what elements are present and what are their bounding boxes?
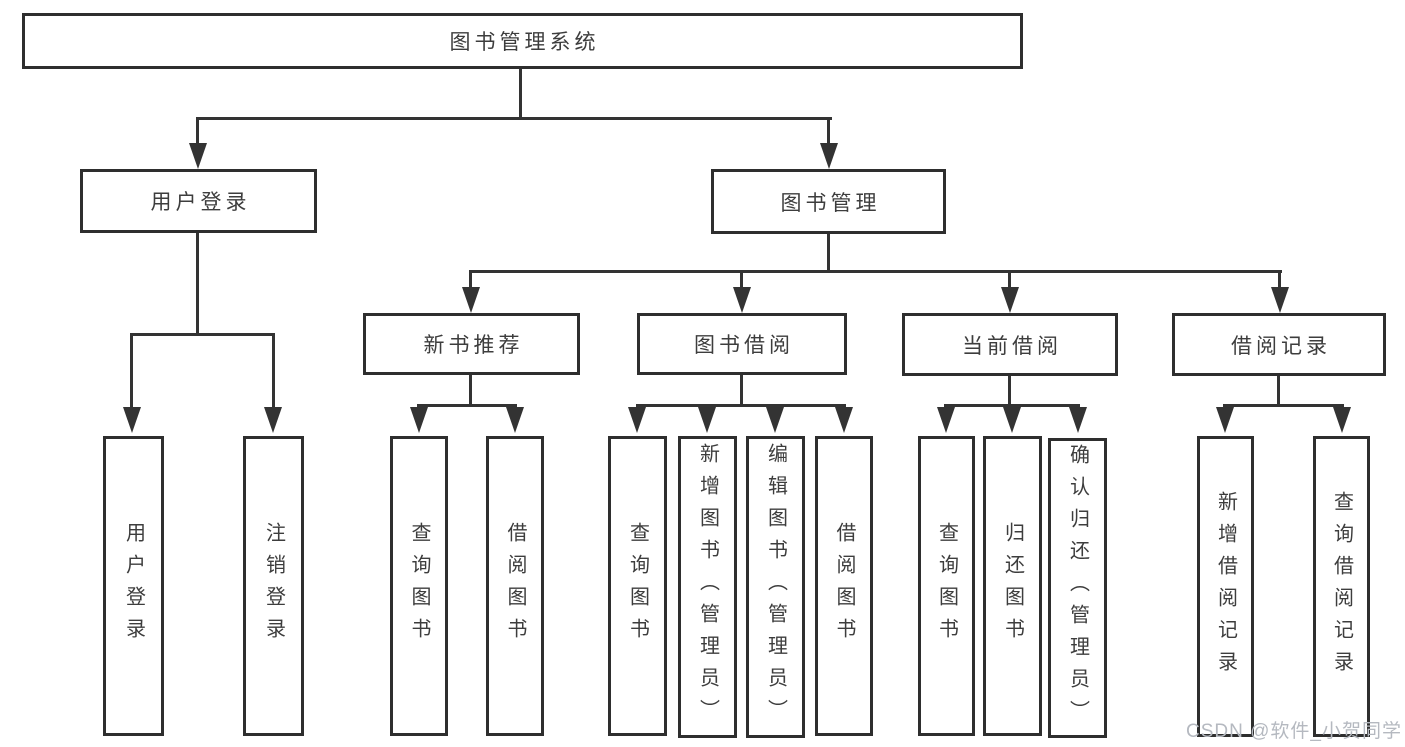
leaf-confirm-return-admin: 确认归还（管理员） bbox=[1048, 438, 1107, 738]
edge bbox=[130, 333, 275, 336]
edge bbox=[196, 233, 199, 335]
node-label: 当前借阅 bbox=[962, 334, 1062, 358]
node-book-borrow: 图书借阅 bbox=[637, 313, 847, 375]
edge bbox=[469, 270, 1282, 273]
edge bbox=[740, 375, 743, 406]
node-label: 查询图书 bbox=[935, 522, 958, 650]
arrow-down-icon bbox=[766, 407, 784, 433]
edge bbox=[196, 117, 832, 120]
arrow-down-icon bbox=[123, 407, 141, 433]
node-book-management: 图书管理 bbox=[711, 169, 946, 234]
node-new-book-recommend: 新书推荐 bbox=[363, 313, 580, 375]
arrow-down-icon bbox=[264, 407, 282, 433]
node-label: 图书管理 bbox=[780, 191, 881, 215]
edge bbox=[417, 404, 517, 407]
node-label: 借阅图书 bbox=[504, 522, 526, 650]
node-label: 用户登录 bbox=[150, 191, 251, 214]
leaf-query-books-borrow: 查询图书 bbox=[608, 436, 667, 736]
edge bbox=[827, 234, 830, 273]
node-root: 图书管理系统 bbox=[22, 13, 1023, 69]
edge bbox=[469, 270, 472, 288]
edge bbox=[740, 270, 743, 288]
node-label: 新增图书（管理员） bbox=[696, 443, 719, 731]
node-label: 图书借阅 bbox=[694, 334, 794, 357]
arrow-down-icon bbox=[410, 407, 428, 433]
node-label: 确认归还（管理员） bbox=[1066, 444, 1089, 732]
node-label: 新增借阅记录 bbox=[1214, 490, 1237, 683]
leaf-user-login: 用户登录 bbox=[103, 436, 164, 736]
edge bbox=[130, 333, 133, 408]
leaf-borrow-books: 借阅图书 bbox=[815, 436, 873, 736]
arrow-down-icon bbox=[1333, 407, 1351, 433]
node-label: 用户登录 bbox=[122, 522, 145, 650]
arrow-down-icon bbox=[937, 407, 955, 433]
edge bbox=[469, 375, 472, 406]
arrow-down-icon bbox=[1271, 287, 1289, 313]
edge bbox=[1008, 376, 1011, 406]
leaf-add-book-admin: 新增图书（管理员） bbox=[678, 436, 737, 738]
node-label: 编辑图书（管理员） bbox=[764, 443, 787, 731]
arrow-down-icon bbox=[733, 287, 751, 313]
node-label: 借阅记录 bbox=[1231, 334, 1331, 358]
node-label: 新书推荐 bbox=[423, 334, 524, 357]
edge bbox=[944, 404, 1080, 407]
arrow-down-icon bbox=[1001, 287, 1019, 313]
arrow-down-icon bbox=[1069, 407, 1087, 433]
arrow-down-icon bbox=[506, 407, 524, 433]
leaf-edit-book-admin: 编辑图书（管理员） bbox=[746, 436, 805, 738]
node-label: 借阅图书 bbox=[833, 522, 855, 650]
node-user-login: 用户登录 bbox=[80, 169, 317, 233]
node-label: 查询图书 bbox=[626, 522, 649, 650]
leaf-return-book: 归还图书 bbox=[983, 436, 1042, 736]
watermark: CSDN @软件_小贺同学 bbox=[1186, 721, 1402, 742]
node-label: 归还图书 bbox=[1001, 522, 1024, 650]
edge bbox=[519, 69, 522, 118]
node-label: 注销登录 bbox=[262, 522, 285, 650]
edge bbox=[196, 117, 199, 145]
edge bbox=[636, 404, 846, 407]
arrow-down-icon bbox=[820, 143, 838, 169]
edge bbox=[1008, 270, 1011, 288]
arrow-down-icon bbox=[1003, 407, 1021, 433]
edge bbox=[1223, 404, 1344, 407]
arrow-down-icon bbox=[189, 143, 207, 169]
node-label: 查询图书 bbox=[408, 522, 430, 650]
arrow-down-icon bbox=[698, 407, 716, 433]
leaf-query-books-current: 查询图书 bbox=[918, 436, 975, 736]
edge bbox=[272, 333, 275, 408]
node-root-label: 图书管理系统 bbox=[449, 31, 600, 54]
node-borrow-records: 借阅记录 bbox=[1172, 313, 1386, 376]
arrow-down-icon bbox=[835, 407, 853, 433]
leaf-borrow-books-recommend: 借阅图书 bbox=[486, 436, 544, 736]
node-label: 查询借阅记录 bbox=[1330, 490, 1353, 683]
arrow-down-icon bbox=[462, 287, 480, 313]
edge bbox=[827, 117, 830, 145]
edge bbox=[1277, 376, 1280, 406]
edge bbox=[1278, 270, 1281, 288]
leaf-query-borrow-record: 查询借阅记录 bbox=[1313, 436, 1370, 737]
arrow-down-icon bbox=[1216, 407, 1234, 433]
arrow-down-icon bbox=[628, 407, 646, 433]
leaf-logout: 注销登录 bbox=[243, 436, 304, 736]
node-current-borrow: 当前借阅 bbox=[902, 313, 1118, 376]
leaf-add-borrow-record: 新增借阅记录 bbox=[1197, 436, 1254, 737]
leaf-query-books-recommend: 查询图书 bbox=[390, 436, 448, 736]
